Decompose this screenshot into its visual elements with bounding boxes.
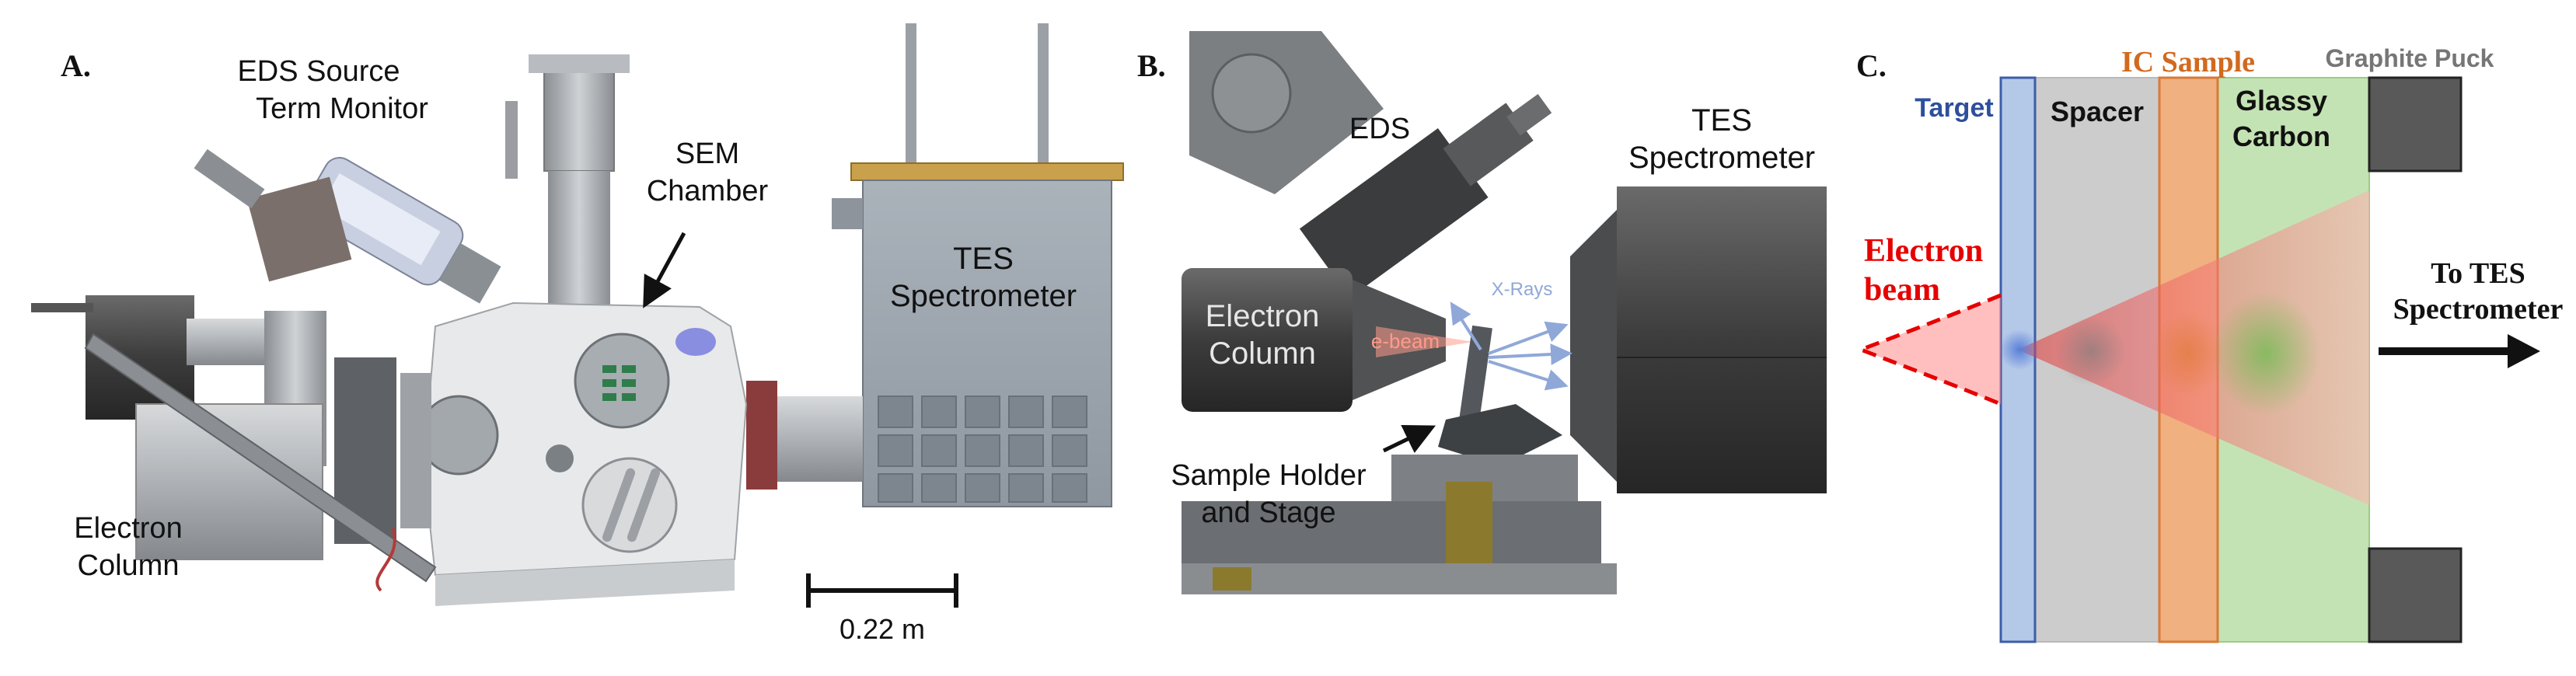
- tes-label-b-line2: Spectrometer: [1628, 141, 1815, 175]
- spacer-label: Spacer: [2051, 96, 2144, 127]
- electron-beam-label-line2: beam: [1864, 272, 1940, 308]
- tes-label-a-line2: Spectrometer: [890, 279, 1077, 313]
- electron-column-label-b-line2: Column: [1209, 336, 1316, 371]
- glassy-carbon-label-line1: Glassy: [2236, 85, 2327, 117]
- ic-sample-label: IC Sample: [2121, 46, 2255, 78]
- panel-a: A. EDS Source Term Monitor SEM Chamber T…: [31, 23, 1124, 645]
- sample-holder-label-line2: and Stage: [1201, 497, 1335, 529]
- ebeam-label: e-beam: [1371, 329, 1440, 353]
- interaction-spot-ic: [2153, 311, 2223, 396]
- panel-c: C. Target Spacer IC Sample Graphite Puck…: [1855, 44, 2564, 643]
- eds-label: EDS: [1349, 113, 1410, 145]
- graphite-puck-label: Graphite Puck: [2326, 44, 2494, 72]
- tes-label-a-line1: TES: [953, 242, 1014, 276]
- panel-b-rendering: [1182, 31, 1827, 594]
- electron-column-label-b-line1: Electron: [1206, 299, 1320, 333]
- panel-a-letter: A.: [61, 48, 91, 83]
- electron-column-label-a-line1: Electron: [74, 512, 182, 545]
- beam-incoming: [1861, 295, 2001, 404]
- graphite-puck-top: [2368, 76, 2463, 172]
- sem-chamber-arrow: [643, 232, 686, 308]
- sample-holder-label-line1: Sample Holder: [1171, 459, 1367, 492]
- interaction-spot-glassy: [2211, 291, 2320, 416]
- scale-bar-label: 0.22 m: [839, 613, 925, 645]
- xrays-label: X-Rays: [1492, 279, 1553, 300]
- xray-arrows: [1450, 301, 1572, 391]
- panel-c-letter: C.: [1856, 48, 1887, 83]
- eds-monitor-label-line1: EDS Source: [237, 55, 400, 88]
- interaction-spot-spacer: [2056, 316, 2126, 386]
- glassy-carbon-label-line2: Carbon: [2232, 120, 2330, 152]
- panel-b: B. EDS TES Spectrometer Electron Column …: [1137, 31, 1827, 594]
- tes-label-b-line1: TES: [1691, 103, 1752, 138]
- graphite-puck-bottom: [2368, 547, 2463, 643]
- beam-incoming-outline: [1855, 293, 2002, 406]
- to-tes-arrow: [2379, 334, 2540, 368]
- scale-bar: [806, 573, 958, 608]
- to-tes-label-line2: Spectrometer: [2393, 293, 2564, 326]
- electron-beam-label-line1: Electron: [1864, 233, 1983, 269]
- panel-b-letter: B.: [1137, 48, 1166, 83]
- panel-a-rendering: [31, 23, 1124, 606]
- sample-holder-arrow: [1382, 425, 1436, 454]
- to-tes-label-line1: To TES: [2431, 257, 2525, 290]
- target-label: Target: [1915, 93, 1993, 123]
- sem-chamber-label-line2: Chamber: [647, 175, 769, 207]
- interaction-spot-target: [1999, 329, 2040, 370]
- sem-chamber-label-line1: SEM: [675, 138, 739, 170]
- eds-monitor-label-line2: Term Monitor: [256, 92, 428, 125]
- electron-column-label-a-line2: Column: [78, 549, 180, 582]
